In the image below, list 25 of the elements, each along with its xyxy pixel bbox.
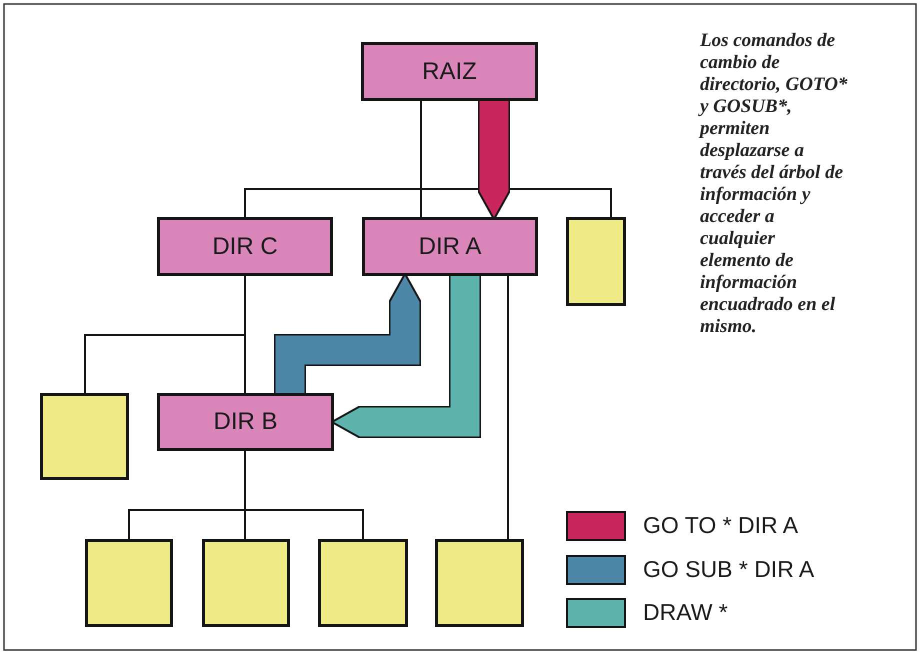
legend-label: DRAW * xyxy=(643,599,728,626)
legend-label: GO TO * DIR A xyxy=(643,512,798,539)
empty-box xyxy=(40,393,129,480)
empty-box xyxy=(318,539,408,627)
empty-box xyxy=(202,539,290,627)
directory-box xyxy=(157,217,333,276)
empty-box xyxy=(566,217,626,306)
box-label: DIR B xyxy=(213,408,278,436)
box-label: RAIZ xyxy=(422,58,477,86)
block-arrow xyxy=(480,101,508,217)
legend-label: GO SUB * DIR A xyxy=(643,556,814,582)
connector-line xyxy=(244,451,364,539)
connector-line xyxy=(507,276,509,539)
empty-box xyxy=(85,539,173,627)
caption-text: Los comandos de cambio de directorio, GOTO* y GOSUB*, permiten desplazarse a través del árbol de información y acceder a cualquier elemento de información encuadrado en el mismo. xyxy=(700,30,848,338)
block-arrow xyxy=(334,276,480,436)
box-label: DIR A xyxy=(418,232,482,260)
directory-box xyxy=(157,393,334,451)
directory-box xyxy=(361,42,538,101)
connector-line xyxy=(244,276,246,393)
connector-line xyxy=(420,101,612,217)
empty-box xyxy=(435,539,524,627)
directory-box xyxy=(362,217,538,276)
block-arrow xyxy=(276,276,420,393)
box-label: DIR C xyxy=(212,232,278,260)
